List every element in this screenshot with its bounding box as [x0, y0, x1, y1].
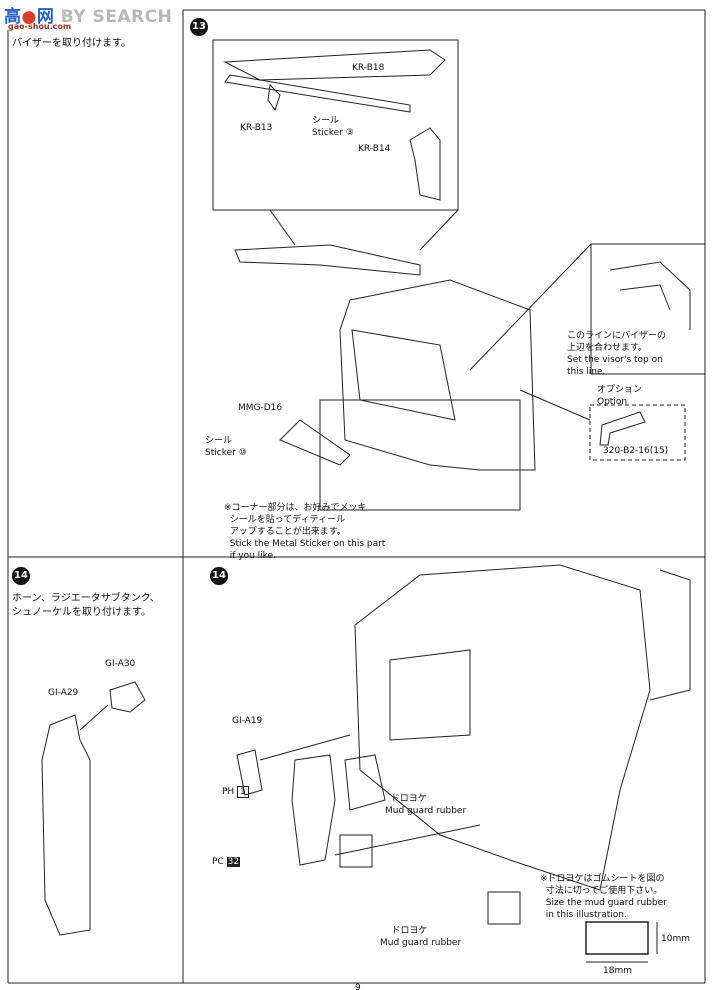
option-box [589, 404, 686, 461]
rear-visor [649, 569, 691, 701]
size-rectangle [585, 921, 649, 955]
cab-body [339, 279, 536, 471]
gi-a19-part [236, 749, 263, 796]
kr-b13-part [267, 83, 281, 112]
mud-guard-1 [344, 754, 386, 811]
step-14-right-marker: 14 [210, 567, 228, 585]
windshield [351, 329, 456, 421]
part-gi-a19-label: GI-A19 [232, 716, 263, 726]
part-kr-b18-label: KR-B18 [352, 63, 385, 73]
visor-inset-box [212, 39, 459, 211]
step-13-marker: 13 [190, 18, 208, 36]
mud-guard-rubber-2 [487, 891, 521, 925]
watermark-logo: 高●网 BY SEARCH [4, 7, 173, 27]
pc-part-label: PC 32 [212, 857, 241, 867]
bumper [319, 399, 521, 511]
page-number: 9 [355, 983, 361, 990]
visor-line-inset [590, 243, 706, 375]
step-13-instruction: バイザーを取り付けます。 [12, 38, 131, 49]
cab-rear [354, 564, 651, 891]
cab-window [389, 649, 471, 741]
step-14-left-marker: 14 [12, 567, 30, 585]
part-gi-a30-label: GI-A30 [105, 659, 136, 669]
watermark-subtext: gao-shou.com [8, 22, 72, 31]
visor-part [223, 49, 446, 113]
width-dimension: 18mm [603, 966, 632, 976]
ph-part-label: PH 1 [222, 786, 249, 798]
part-kr-b14-label: KR-B14 [358, 144, 391, 154]
mud-guard-rubber-1 [339, 834, 373, 868]
kr-b14-part [409, 127, 441, 201]
part-mmg-d16-label: MMG-D16 [238, 403, 283, 413]
part-kr-b13-label: KR-B13 [240, 123, 273, 133]
option-visor-part [599, 411, 646, 446]
visor-on-cab [234, 244, 421, 276]
part-gi-a29-label: GI-A29 [48, 688, 79, 698]
metal-sticker-note: ※コーナー部分は、お好みでメッキ シールを貼ってディティール アップすることが出… [224, 503, 386, 561]
visor-line-note: このラインにバイザーの上辺を合わせます。Set the visor's top … [567, 331, 667, 377]
gi-a30-part [109, 681, 146, 713]
snorkel-part-right [291, 754, 336, 866]
option-part-label: 320-B2-16(15) [603, 446, 669, 456]
height-dimension: 10mm [661, 934, 690, 944]
mud-guard-size-note: ※ドロヨケはゴムシートを図の 寸法に切ってご使用下さい。 Size the mu… [540, 874, 667, 920]
step-14-instruction: ホーン、ラジエータサブタンク、シュノーケルを取り付けます。 [12, 593, 160, 618]
snorkel-part [41, 714, 91, 936]
grille-part [279, 419, 351, 466]
